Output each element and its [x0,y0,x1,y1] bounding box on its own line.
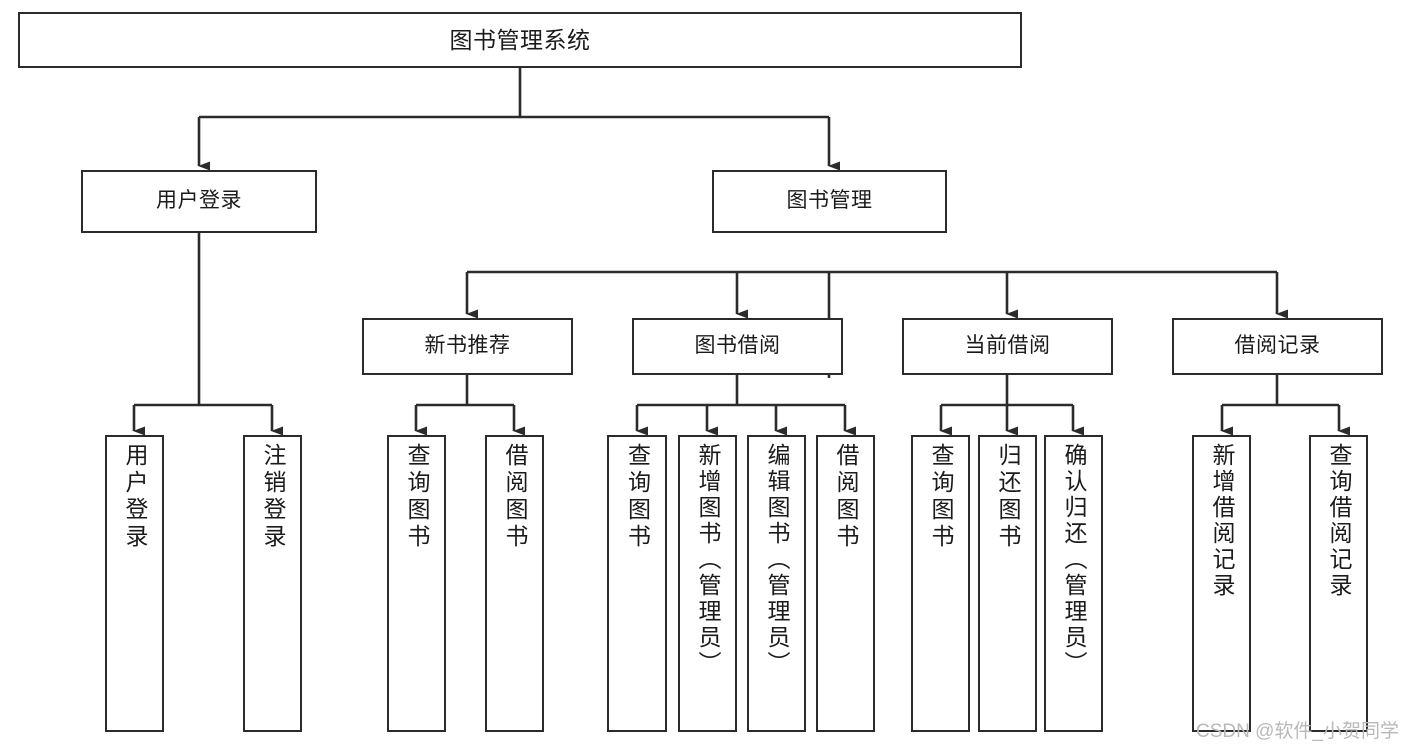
node-label: 借阅图书 [502,443,528,551]
leaf-borrow-book[interactable]: 借阅图书 [816,435,875,732]
node-label: 查询图书 [928,443,954,551]
leaf-confirm-return-admin[interactable]: 确认归还（管理员） [1044,435,1103,732]
node-label: 用户登录 [156,189,242,213]
node-label: 注销登录 [260,443,286,551]
node-label: 新书推荐 [424,334,511,358]
node-root-book-management-system[interactable]: 图书管理系统 [18,12,1022,68]
node-label: 图书借阅 [694,334,781,358]
node-label: 新增图书（管理员） [695,443,721,677]
leaf-edit-book-admin[interactable]: 编辑图书（管理员） [747,435,806,732]
leaf-query-book-borrow[interactable]: 查询图书 [607,435,667,732]
node-label: 查询图书 [624,443,651,551]
node-label: 新增借阅记录 [1209,443,1235,599]
node-label: 用户登录 [122,443,148,551]
node-label: 查询借阅记录 [1326,443,1352,599]
node-current-borrow[interactable]: 当前借阅 [902,318,1113,375]
node-book-borrow[interactable]: 图书借阅 [632,318,843,375]
leaf-add-borrow-record[interactable]: 新增借阅记录 [1192,435,1251,732]
node-label: 确认归还（管理员） [1061,443,1087,677]
node-label: 编辑图书（管理员） [764,443,790,677]
node-user-login[interactable]: 用户登录 [81,170,317,233]
leaf-user-login[interactable]: 用户登录 [105,435,164,732]
leaf-query-book-current[interactable]: 查询图书 [911,435,970,732]
node-label: 借阅图书 [833,443,859,551]
leaf-borrow-book-recommend[interactable]: 借阅图书 [485,435,544,732]
node-label: 归还图书 [995,443,1021,551]
node-book-management[interactable]: 图书管理 [712,170,947,233]
node-label: 查询图书 [404,443,430,551]
leaf-return-book[interactable]: 归还图书 [978,435,1037,732]
node-label: 当前借阅 [964,334,1051,358]
node-borrow-record[interactable]: 借阅记录 [1172,318,1383,375]
node-new-book-recommend[interactable]: 新书推荐 [362,318,573,375]
leaf-logout[interactable]: 注销登录 [243,435,302,732]
watermark-text: CSDN @软件_小贺同学 [1196,721,1399,742]
node-label: 借阅记录 [1234,334,1321,358]
node-label: 图书管理 [786,189,873,213]
leaf-query-borrow-record[interactable]: 查询借阅记录 [1309,435,1368,732]
leaf-query-book-recommend[interactable]: 查询图书 [387,435,446,732]
node-label: 图书管理系统 [449,26,591,53]
leaf-add-book-admin[interactable]: 新增图书（管理员） [678,435,737,732]
